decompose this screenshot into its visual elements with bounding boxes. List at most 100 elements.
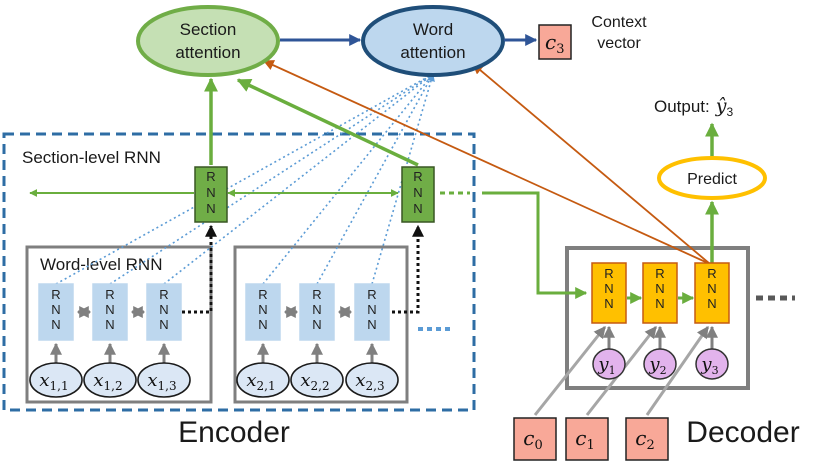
svg-text:R: R (105, 287, 114, 302)
svg-text:N: N (312, 317, 321, 332)
word-input-node (137, 362, 191, 398)
decoder-context-box-2 (565, 417, 609, 461)
context-input-arrow-1 (533, 326, 607, 416)
decoder-output-node-3 (695, 348, 729, 380)
word-rnn-6: RNN (354, 283, 390, 341)
decoder-to-word-attention (472, 63, 711, 265)
svg-text:N: N (655, 296, 664, 311)
svg-text:N: N (367, 302, 376, 317)
svg-text:N: N (604, 296, 613, 311)
svg-text:N: N (105, 317, 114, 332)
svg-text:N: N (206, 185, 215, 200)
decoder-output-label-3: y3 (700, 354, 718, 377)
svg-text:R: R (258, 287, 267, 302)
section-rnn-1: R N N (194, 166, 228, 223)
word-input-node (83, 362, 137, 398)
decoder-context-label-3: c2 (635, 426, 654, 453)
svg-text:N: N (258, 302, 267, 317)
decoder-box (565, 246, 750, 390)
section-rnn-2: R N N (401, 166, 435, 223)
predict-label: Predict (687, 171, 737, 188)
word-level-box-1 (25, 245, 213, 404)
word-level-box-2 (233, 245, 409, 404)
decoder-output-node-1 (592, 348, 626, 380)
word-input-label-2: x1,2 (93, 370, 122, 393)
decoder-context-label-2: c1 (575, 426, 594, 453)
encoder-label: Encoder (178, 416, 290, 449)
word-rnn-label: Word-level RNN (40, 255, 163, 274)
word-rnn-5: RNN (299, 283, 335, 341)
svg-text:R: R (655, 266, 664, 281)
svg-text:N: N (159, 302, 168, 317)
svg-text:N: N (707, 296, 716, 311)
section-attention-line2: attention (175, 43, 240, 62)
svg-text:N: N (159, 317, 168, 332)
svg-text:N: N (206, 201, 215, 216)
section-attention-line1: Section (180, 20, 237, 39)
svg-text:R: R (51, 287, 60, 302)
svg-text:R: R (707, 266, 716, 281)
word-attention-links (55, 73, 435, 285)
svg-text:R: R (206, 169, 215, 184)
section-rnn2-to-section-attention (236, 78, 419, 167)
svg-text:N: N (604, 281, 613, 296)
decoder-rnn-2: RNN (642, 262, 678, 324)
decoder-context-box-1 (513, 417, 557, 461)
decoder-output-node-2 (643, 348, 677, 380)
word-attention-line1: Word (413, 20, 453, 39)
word-to-section-link-1 (182, 224, 217, 314)
svg-text:N: N (413, 185, 422, 200)
word-rnn-4: RNN (245, 283, 281, 341)
section-rnn-label: Section-level RNN (22, 148, 161, 167)
context-vector-line2: vector (597, 35, 641, 52)
svg-text:N: N (51, 317, 60, 332)
word-input-node (345, 362, 399, 398)
context-vector-symbol: c3 (545, 30, 564, 57)
svg-text:N: N (105, 302, 114, 317)
context-input-arrow-3 (645, 326, 710, 416)
decoder-rnn-3: RNN (694, 262, 730, 324)
word-input-label-1: x1,1 (39, 370, 68, 393)
svg-text:N: N (413, 201, 422, 216)
svg-text:N: N (51, 302, 60, 317)
decoder-to-section-attention (263, 60, 711, 265)
decoder-context-box-3 (625, 417, 669, 461)
word-to-section-link-2 (392, 224, 424, 314)
svg-text:R: R (159, 287, 168, 302)
svg-text:R: R (312, 287, 321, 302)
word-rnn-2: RNN (92, 283, 128, 341)
word-input-node (236, 362, 290, 398)
decoder-output-label-2: y2 (648, 354, 666, 377)
output-label: Output:ŷ3 (654, 95, 734, 119)
context-vector-line1: Context (591, 14, 647, 31)
word-input-node (290, 362, 344, 398)
svg-text:N: N (312, 302, 321, 317)
decoder-rnn-1: RNN (591, 262, 627, 324)
decoder-io-group: y1 y2 y3 c0 c1 c2 (513, 325, 729, 461)
word-rnn-3: RNN (146, 283, 182, 341)
encoder-to-decoder-arrow (482, 191, 588, 299)
decoder-label: Decoder (686, 416, 799, 449)
section-attention-node (136, 5, 280, 77)
predict-node (657, 156, 767, 200)
word-rnn-1: RNN (38, 283, 74, 341)
svg-text:R: R (367, 287, 376, 302)
word-input-label-3: x1,3 (147, 370, 176, 393)
word-attention-line2: attention (400, 43, 465, 62)
encoder-boundary (2, 132, 476, 412)
decoder-context-label-1: c0 (523, 426, 542, 453)
svg-text:N: N (367, 317, 376, 332)
decoder-output-label-1: y1 (597, 354, 615, 377)
svg-text:N: N (707, 281, 716, 296)
word-attention-node (361, 5, 505, 77)
svg-text:N: N (258, 317, 267, 332)
context-vector-box (538, 24, 572, 60)
svg-text:R: R (413, 169, 422, 184)
word-input-label-4: x2,1 (246, 370, 275, 393)
word-input-label-6: x2,3 (355, 370, 384, 393)
svg-text:N: N (655, 281, 664, 296)
